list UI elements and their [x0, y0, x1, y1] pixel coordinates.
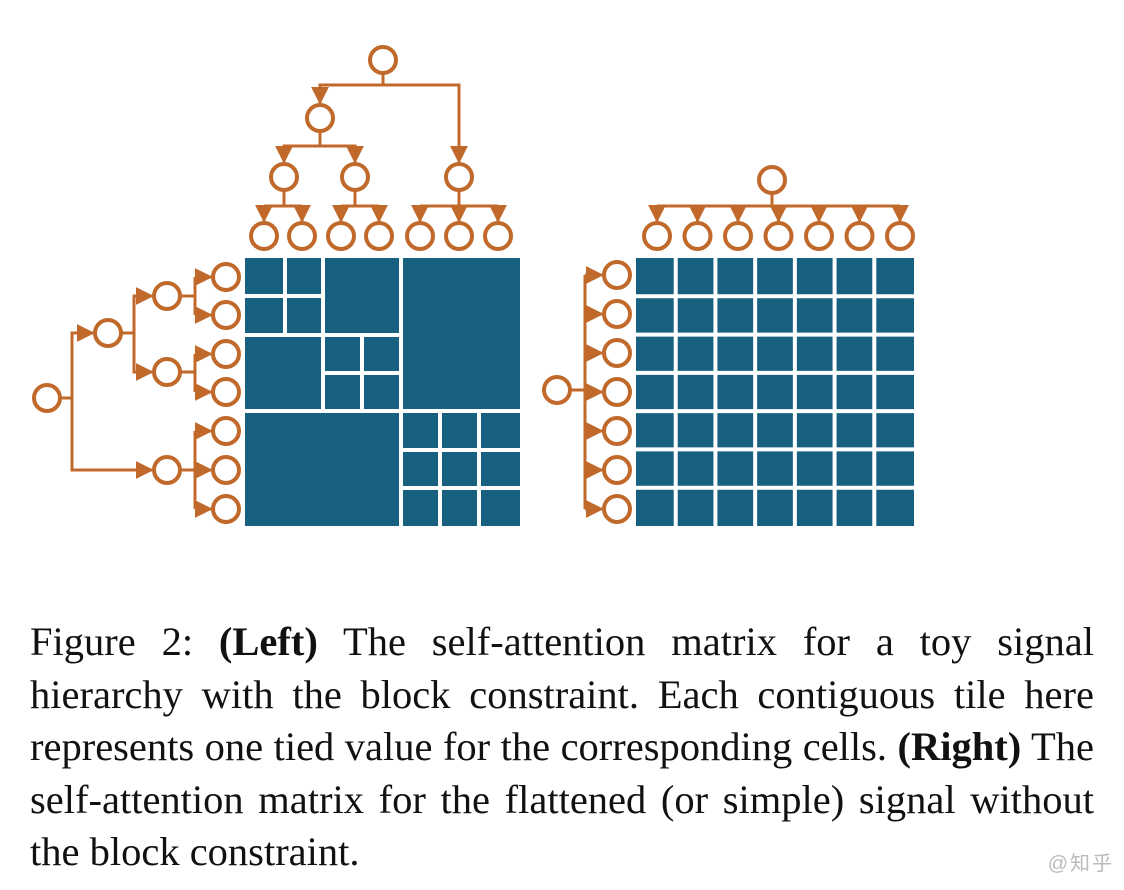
tree-leaf-node — [364, 221, 394, 251]
tree-internal-node — [93, 318, 123, 348]
tree-edge — [320, 144, 364, 164]
left-block-matrix — [245, 258, 520, 526]
tree-leaf-node — [602, 377, 632, 407]
caption-right-text: The self-attention matrix for the flatte… — [30, 724, 1094, 874]
tree-internal-node — [152, 455, 182, 485]
right-column-flat-tree — [642, 165, 915, 251]
tree-leaf-node — [326, 221, 356, 251]
tree-internal-node — [305, 103, 335, 133]
tree-leaf-node — [642, 221, 672, 251]
tree-root-node — [368, 45, 398, 75]
figure-caption: Figure 2: (Left) The self-attention matr… — [30, 616, 1094, 879]
right-matrix-background — [636, 258, 914, 526]
tree-leaf-node — [483, 221, 513, 251]
tree-root-node — [542, 375, 572, 405]
tree-leaf-node — [602, 299, 632, 329]
tree-leaf-node — [405, 221, 435, 251]
caption-right-tag: (Right) — [897, 724, 1022, 769]
tree-internal-node — [269, 162, 299, 192]
tree-leaf-node — [844, 221, 875, 251]
tree-internal-node — [152, 357, 182, 387]
tree-edge — [132, 333, 154, 381]
tree-leaf-node — [211, 262, 241, 292]
left-matrix-background — [245, 258, 520, 526]
tree-leaf-node — [602, 455, 632, 485]
tree-leaf-node — [602, 416, 632, 446]
tree-leaf-node — [763, 221, 794, 251]
tree-leaf-node — [602, 260, 632, 290]
tree-edge — [383, 83, 468, 164]
tree-leaf-node — [287, 221, 317, 251]
tree-edge — [275, 131, 322, 164]
tree-internal-node — [340, 162, 370, 192]
tree-leaf-node — [885, 221, 915, 251]
tree-leaf-node — [211, 300, 241, 330]
left-column-hierarchy-tree — [249, 45, 513, 251]
tree-leaf-node — [211, 494, 241, 524]
tree-leaf-node — [444, 221, 474, 251]
tree-leaf-node — [804, 221, 834, 251]
figure-diagram — [32, 45, 915, 526]
tree-leaf-node — [249, 221, 279, 251]
tree-edge — [70, 398, 154, 479]
caption-left-tag: (Left) — [218, 619, 318, 664]
tree-edge — [60, 324, 95, 400]
right-row-flat-tree — [542, 260, 632, 524]
tree-leaf-node — [723, 221, 753, 251]
tree-internal-node — [152, 281, 182, 311]
tree-internal-node — [444, 162, 474, 192]
right-flat-matrix — [636, 258, 914, 526]
tree-leaf-node — [211, 339, 241, 369]
tree-root-node — [757, 165, 787, 195]
tree-edge — [121, 287, 154, 335]
caption-left-text: The self-attention matrix for a toy sign… — [30, 619, 1094, 769]
caption-figure-label: Figure 2: — [30, 619, 194, 664]
tree-leaf-node — [211, 416, 241, 446]
tree-root-node — [32, 383, 62, 413]
tree-leaf-node — [211, 377, 241, 407]
tree-leaf-node — [682, 221, 713, 251]
left-row-hierarchy-tree — [32, 262, 241, 524]
tree-edge — [311, 73, 385, 105]
tree-leaf-node — [602, 338, 632, 368]
tree-leaf-node — [211, 455, 241, 485]
watermark-text: @知乎 — [1047, 853, 1114, 875]
tree-leaf-node — [602, 494, 632, 524]
